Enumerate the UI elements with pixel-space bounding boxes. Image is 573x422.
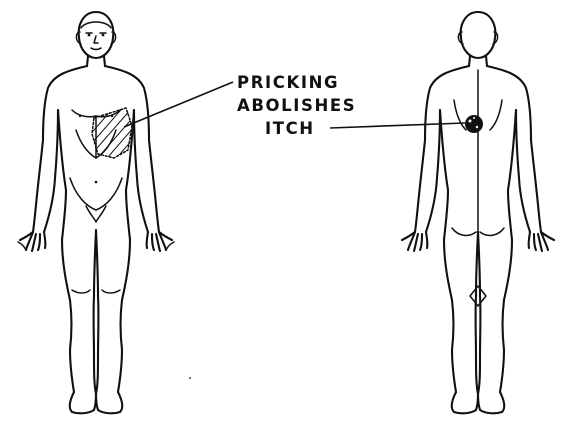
label-line-3: ITCH xyxy=(265,119,315,138)
leader-line-back xyxy=(330,123,465,128)
label-line-1: PRICKING xyxy=(237,73,339,92)
back-body-figure xyxy=(402,12,554,413)
itch-spot xyxy=(465,115,483,133)
front-body-figure xyxy=(18,12,191,413)
leader-line-chest xyxy=(124,82,233,127)
label-line-2: ABOLISHES xyxy=(237,96,356,115)
